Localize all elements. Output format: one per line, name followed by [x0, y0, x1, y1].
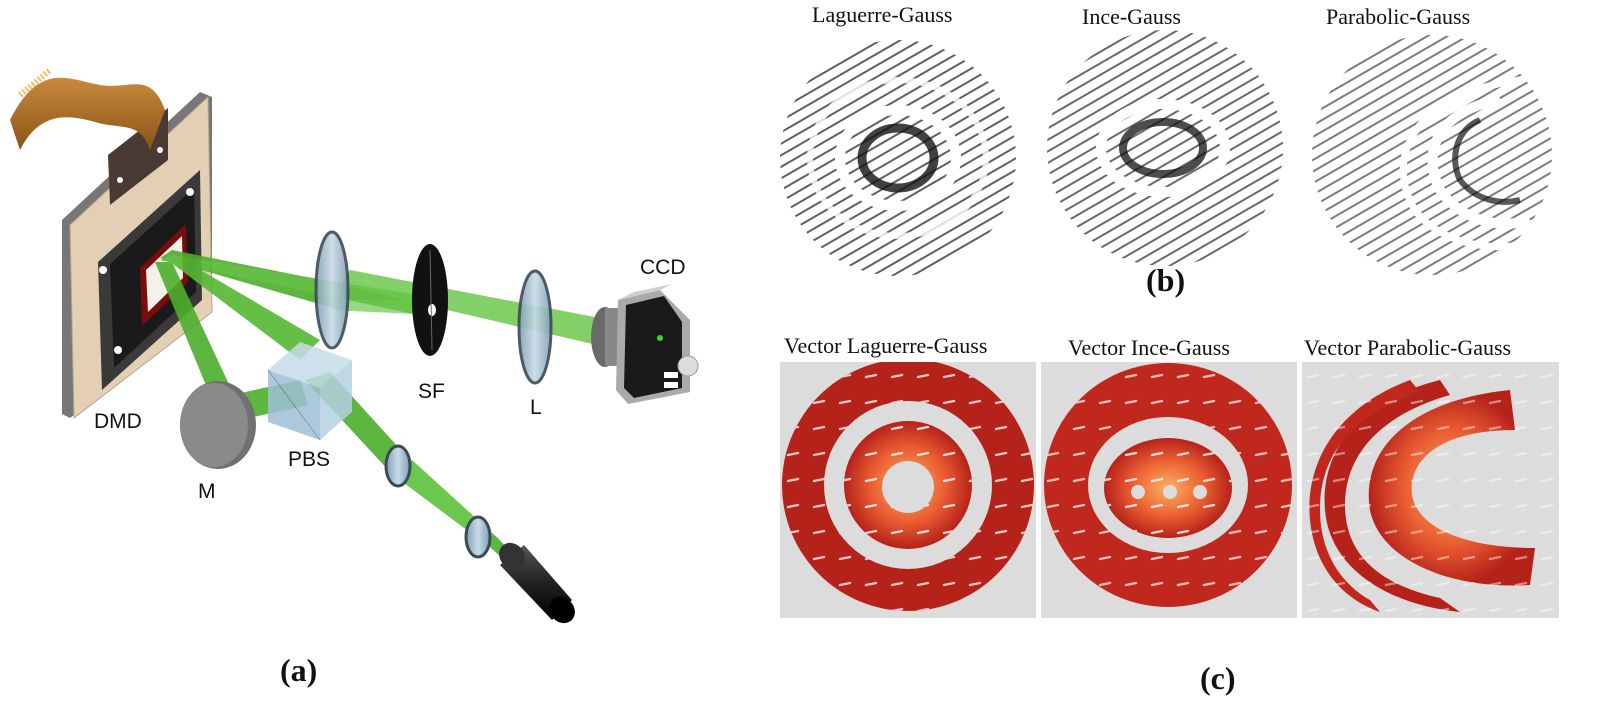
laser-source	[499, 542, 575, 624]
hologram-pg	[1312, 35, 1552, 275]
lens-l	[517, 269, 553, 385]
sf-label: SF	[418, 380, 445, 403]
vector-title-lg: Vector Laguerre-Gauss	[784, 333, 988, 358]
vector-title-pg: Vector Parabolic-Gauss	[1304, 335, 1512, 360]
ccd-label: CCD	[640, 256, 686, 279]
mirror-label: M	[198, 480, 216, 503]
dmd-label: DMD	[94, 410, 142, 433]
vector-field-pg	[1302, 362, 1559, 618]
vector-field-ig	[1041, 362, 1297, 618]
setup-diagram	[10, 67, 699, 624]
lens-1	[314, 230, 350, 350]
spatial-filter	[412, 244, 448, 356]
ccd-camera	[591, 284, 699, 404]
pbs-label: PBS	[288, 448, 331, 471]
pbs-cube	[267, 342, 352, 441]
lens-label: L	[530, 396, 542, 419]
vector-field-lg	[780, 362, 1036, 618]
panel-a-label: (a)	[280, 652, 318, 688]
hologram-title-lg: Laguerre-Gauss	[812, 2, 953, 27]
panel-c-label: (c)	[1200, 660, 1236, 696]
ribbon-cable	[10, 77, 165, 150]
dmd-device	[62, 92, 213, 419]
panel-b-label: (b)	[1146, 262, 1186, 298]
lens-input-1	[384, 444, 412, 488]
lens-input-2	[464, 515, 492, 559]
hologram-ig	[1047, 30, 1283, 266]
hologram-title-pg: Parabolic-Gauss	[1326, 4, 1471, 29]
hologram-lg	[780, 40, 1016, 276]
vector-title-ig: Vector Ince-Gauss	[1068, 335, 1230, 360]
mirror-m	[180, 381, 256, 469]
hologram-title-ig: Ince-Gauss	[1082, 4, 1181, 29]
